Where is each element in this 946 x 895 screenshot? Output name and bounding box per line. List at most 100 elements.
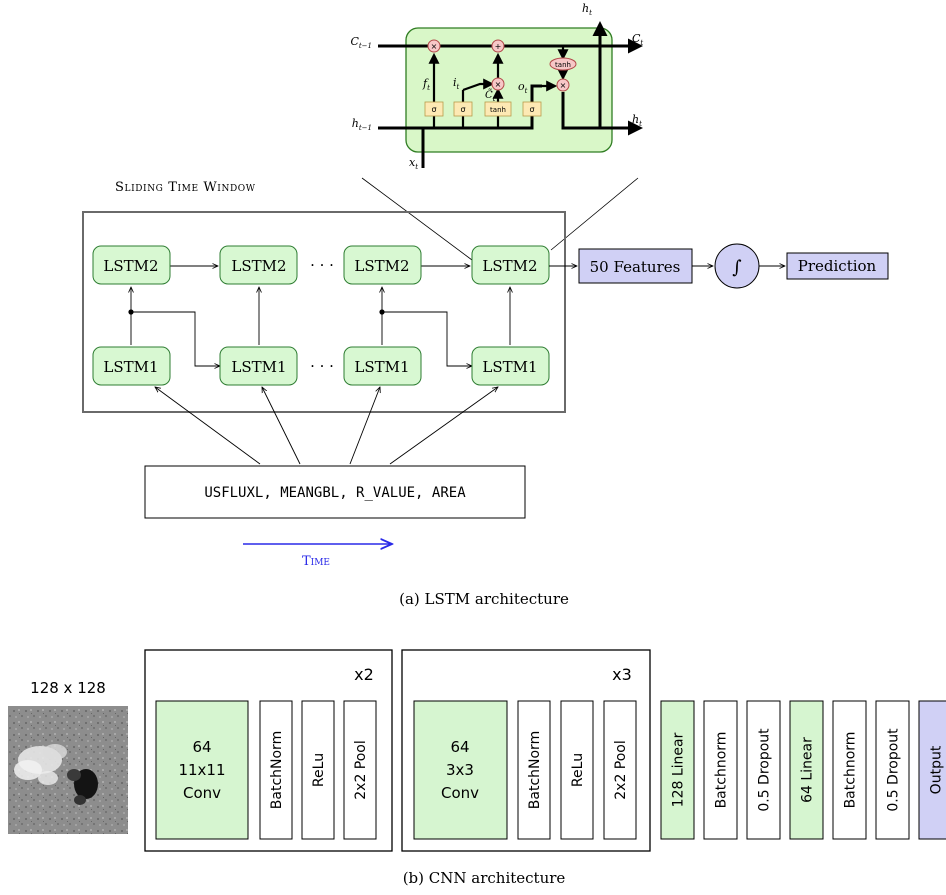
time-label: Time [302,554,330,569]
i-gate-label: it [453,76,460,91]
cnn-head-layers: 128 Linear Batchnorm 0.5 Dropout 64 Linear B… [660,700,946,840]
input-multiply-op [491,77,505,91]
head-layer-batchnorm [832,700,867,840]
batchnorm-layer [517,700,551,840]
input-arrow [349,387,380,465]
output-multiply-op [556,78,570,92]
conv-type-label: Conv [441,784,479,802]
block-2-repeat-label: x3 [612,665,632,684]
lstm1-node [219,346,298,386]
lstm2-node-final [471,245,550,285]
prediction-label: Prediction [798,257,877,275]
lstm1-label: LSTM1 [354,358,409,376]
input-features-label: USFLUXL, MEANGBL, R_VALUE, AREA [204,485,466,501]
head-layer-label: 64 Linear [800,737,816,803]
head-layer-label: Batchnorm [843,732,859,809]
lstm2-label: LSTM2 [231,257,286,275]
lstm2-row: LSTM2 LSTM2 · · · LSTM2 LSTM2 [92,245,550,285]
times-symbol: × [431,42,438,51]
lstm1-node [343,346,422,386]
tanh-op [549,57,577,71]
sliding-window-frame [82,211,566,413]
lstm1-label: LSTM1 [103,358,158,376]
relu-label: ReLu [570,753,586,787]
lstm2-label: LSTM2 [482,257,537,275]
h-prev-label: ht−1 [352,117,372,132]
block-1-repeat-label: x2 [354,665,374,684]
caption-lstm: (a) LSTM architecture [399,590,569,608]
ellipsis: · · · [310,256,334,274]
forget-multiply-op [427,39,441,53]
head-layer-0-5-dropout [746,700,781,840]
lstm2-label: LSTM2 [354,257,409,275]
lstm1-node [471,346,550,386]
conv-filters-label: 64 [450,738,469,756]
zoom-line-left [361,177,473,261]
o-gate-label: ot [518,80,528,95]
tanh-label: tanh [490,106,506,114]
lstm1-label: LSTM1 [482,358,537,376]
sigma-gate [424,101,444,117]
c-out-label: Ct [632,32,643,47]
plus-symbol: + [495,42,502,51]
h-out-label: ht [632,113,642,128]
h-top-label: ht [582,2,592,17]
lstm1-row: LSTM1 LSTM1 · · · LSTM1 LSTM1 [92,346,550,386]
conv-3x3-layer [413,700,508,840]
c-tilde-label: C̃t [485,89,496,103]
pool-label: 2x2 Pool [353,740,369,800]
hidden-output-up [561,21,608,130]
relu-label: ReLu [311,753,327,787]
magnetogram-image [8,706,128,834]
f-gate-label: ft [422,77,430,92]
x-in-label: xt [409,156,418,171]
features-label: 50 Features [590,258,681,276]
sigma-gate [522,101,542,117]
head-layer-64-linear [789,700,824,840]
batchnorm-label: BatchNorm [269,731,285,809]
times-symbol: × [560,81,567,90]
lstm-cell-detail: × + × × tanh σ σ tanh σ Ct−1 Ct ht−1 ht … [350,2,643,171]
lstm2-node [343,245,422,285]
lstm1-node [92,346,171,386]
conv-filters-label: 64 [192,738,211,756]
lstm1-skip-connection [131,311,220,366]
lstm2-node [219,245,298,285]
head-layer-batchnorm [703,700,738,840]
ellipsis: · · · [310,357,334,375]
conv-kernel-label: 3x3 [446,761,474,779]
pool-layer [343,700,377,840]
tanh-gate [484,101,512,117]
batchnorm-layer [259,700,293,840]
sigma-label: σ [529,105,534,114]
head-layer-0-5-dropout [875,700,910,840]
head-layer-label: 0.5 Dropout [886,728,902,812]
sliding-window-title: Sliding Time Window [115,180,256,195]
lstm1-label: LSTM1 [231,358,286,376]
tanh-op-label: tanh [555,61,571,69]
pool-label: 2x2 Pool [613,740,629,800]
relu-layer [301,700,335,840]
batchnorm-label: BatchNorm [527,731,543,809]
head-layer-label: Output [929,745,945,794]
caption-cnn: (b) CNN architecture [403,869,566,887]
prediction-box [786,252,889,280]
input-size-label: 128 x 128 [30,679,106,697]
lstm2-node [92,245,171,285]
head-layer-128-linear [660,700,695,840]
input-arrow [155,387,261,465]
conv-kernel-label: 11x11 [178,761,225,779]
conv-11x11-layer [155,700,249,840]
lstm1-skip-connection [382,311,472,366]
head-layer-label: 128 Linear [671,732,687,807]
input-arrow [389,387,498,465]
times-symbol: × [495,80,502,89]
conv-type-label: Conv [183,784,221,802]
c-prev-label: Ct−1 [350,35,372,50]
head-layer-label: 0.5 Dropout [757,728,773,812]
head-layer-output [918,700,946,840]
input-features-box [144,465,526,519]
sigma-gate [453,101,473,117]
input-arrow [262,387,301,465]
head-layer-label: Batchnorm [714,732,730,809]
